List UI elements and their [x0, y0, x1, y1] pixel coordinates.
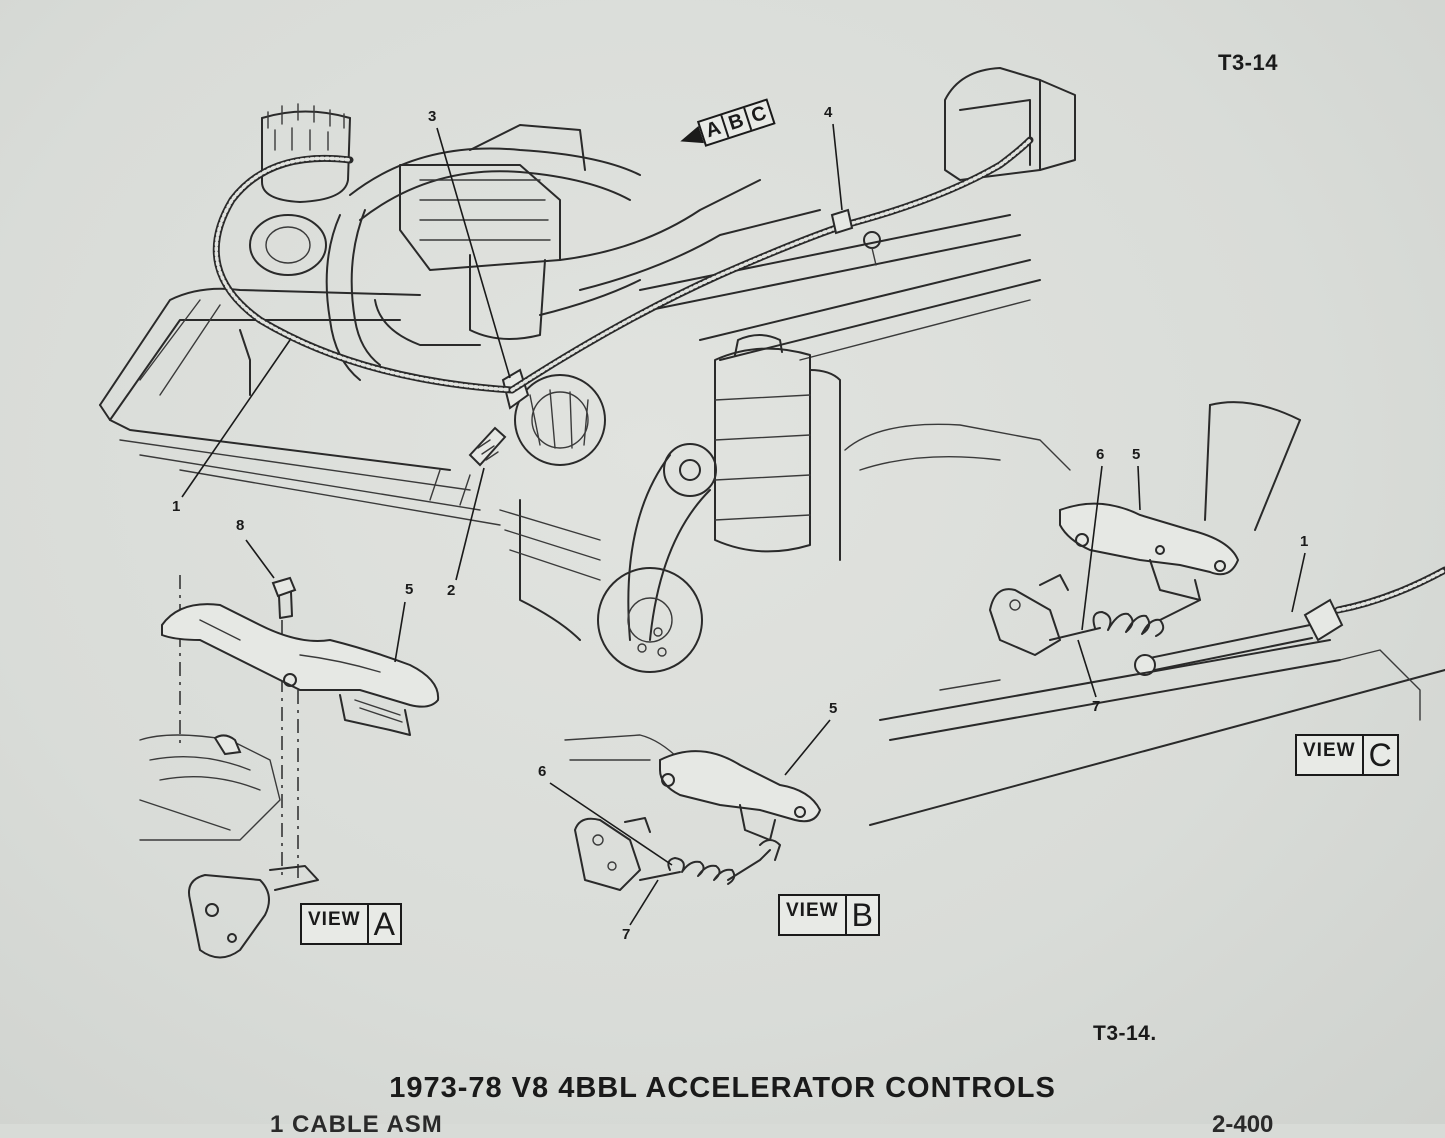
callout-2-label: 2 [447, 582, 455, 599]
view-b-callout-5: 5 [829, 700, 837, 717]
view-c-callout-6: 6 [1096, 446, 1104, 463]
callout-4-label: 4 [824, 104, 833, 121]
callout-3-label: 3 [428, 108, 436, 125]
view-c-label: VIEW C [1295, 734, 1399, 776]
view-c-callout-7: 7 [1092, 698, 1100, 715]
view-b-word: VIEW [786, 900, 839, 921]
view-b-callout-6: 6 [538, 763, 546, 780]
page-code-bottom: T3-14. [1093, 1022, 1157, 1045]
engine-assembly-illustration [99, 67, 1076, 673]
view-a-label: VIEW A [300, 903, 402, 945]
parts-list-first-number: 2-400 [1212, 1111, 1274, 1138]
view-a-word: VIEW [308, 909, 361, 930]
diagram-title: 1973-78 V8 4BBL ACCELERATOR CONTROLS [389, 1072, 1056, 1104]
parts-list-first-line: 1 CABLE ASM [270, 1111, 443, 1138]
view-c-callout-5: 5 [1132, 446, 1140, 463]
view-b-label: VIEW B [778, 894, 880, 936]
callout-1-label: 1 [172, 498, 180, 515]
view-c-callout-1: 1 [1300, 533, 1308, 550]
view-c-illustration [844, 401, 1445, 826]
view-a-illustration [139, 575, 440, 959]
view-a-letter: A [366, 905, 400, 943]
view-a-callout-8: 8 [236, 517, 244, 534]
view-c-word: VIEW [1303, 740, 1356, 761]
page-code-top: T3-14 [1218, 50, 1278, 75]
view-b-letter: B [844, 896, 878, 934]
view-b-illustration [564, 734, 822, 891]
view-c-letter: C [1361, 736, 1397, 774]
view-b-callout-7: 7 [622, 926, 630, 943]
view-a-callout-5: 5 [405, 581, 413, 598]
